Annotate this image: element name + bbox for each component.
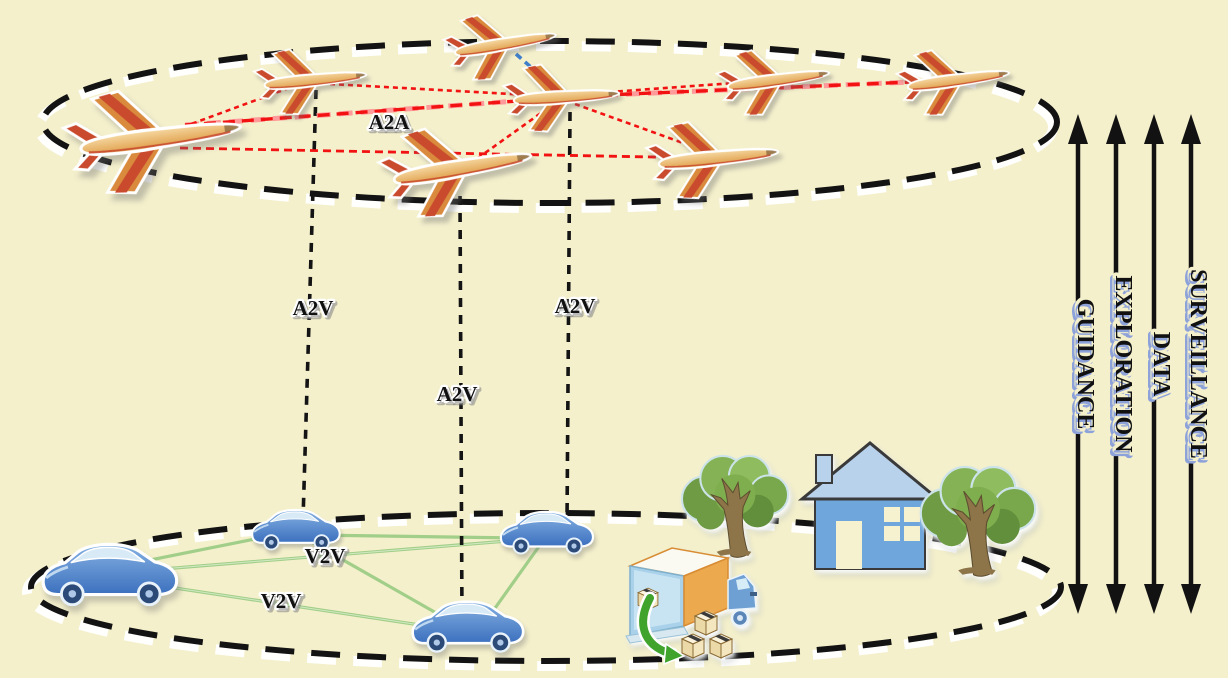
a2v-links	[301, 89, 572, 623]
arrow-up-icon	[1181, 114, 1201, 144]
function-arrow-label: SURVEILLANCE	[1185, 269, 1211, 459]
house-icon	[797, 441, 943, 570]
a2a-label: A2A	[369, 110, 411, 134]
function-arrow-surveillance: SURVEILLANCE	[1181, 114, 1215, 614]
arrow-down-icon	[1181, 584, 1201, 614]
v2v-label: V2V	[305, 544, 346, 568]
arrow-down-icon	[1144, 584, 1164, 614]
a2v-label: A2V	[293, 296, 334, 320]
arrow-up-icon	[1144, 114, 1164, 144]
ground-vehicles	[41, 508, 595, 653]
a2v-label: A2V	[555, 294, 596, 318]
unloading-arrow-icon	[636, 591, 686, 666]
airplane-icon	[642, 111, 784, 205]
function-arrow-label: DATA	[1148, 332, 1174, 397]
tree-icon	[680, 454, 790, 559]
v2v-label: V2V	[261, 589, 302, 613]
function-arrow-data: DATA	[1144, 114, 1178, 614]
function-arrow-label: GUIDANCE	[1072, 299, 1098, 430]
airplane-icon	[893, 39, 1015, 122]
airplane-icon	[500, 58, 623, 136]
arrow-up-icon	[1068, 114, 1088, 144]
arrow-down-icon	[1068, 584, 1088, 614]
tree-icon	[919, 465, 1037, 578]
function-arrow-exploration: EXPLORATION	[1106, 114, 1140, 614]
function-arrows: GUIDANCE EXPLORATION DATA SURVEILLANCE	[1068, 114, 1215, 614]
function-arrow-label: EXPLORATION	[1110, 276, 1136, 454]
car-icon	[41, 542, 179, 607]
arrow-up-icon	[1106, 114, 1126, 144]
a2v-label: A2V	[437, 382, 478, 406]
function-arrow-guidance: GUIDANCE	[1068, 114, 1102, 614]
air-layer-ring	[34, 38, 1060, 213]
arrow-down-icon	[1106, 584, 1126, 614]
